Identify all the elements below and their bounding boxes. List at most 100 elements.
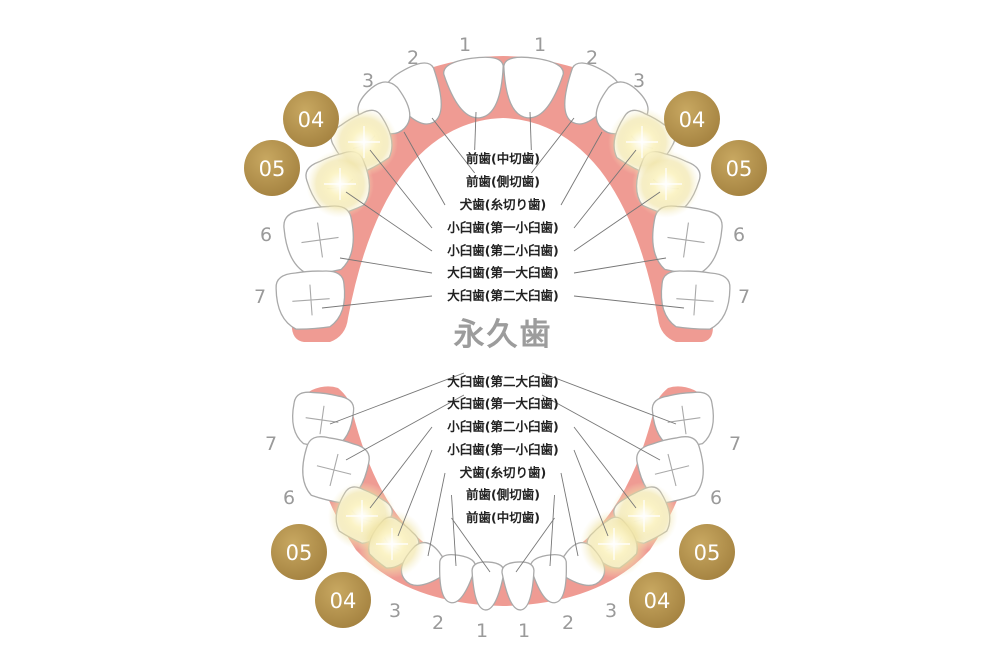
tooth-number: 2	[432, 612, 444, 634]
tooth-number: 6	[710, 487, 722, 509]
tooth-number: 1	[476, 620, 488, 642]
chart-title: 永久歯	[454, 317, 553, 353]
tooth-number: 2	[562, 612, 574, 634]
leader-line	[529, 111, 532, 151]
tooth-number: 7	[738, 286, 750, 308]
leader-line	[560, 472, 579, 557]
leader-line	[451, 517, 491, 573]
tooth-number: 6	[260, 224, 272, 246]
leader-lines	[321, 111, 685, 573]
sparkle-icon	[598, 528, 630, 560]
leader-line	[541, 394, 661, 461]
badge-label: 05	[694, 541, 721, 565]
lower-label: 犬歯(糸切り歯)	[459, 465, 546, 480]
leader-line	[369, 149, 433, 229]
leader-line	[451, 494, 457, 567]
badge-05: 05	[271, 524, 327, 580]
leader-line	[339, 257, 433, 274]
sparkle-icon	[628, 500, 660, 532]
leader-line	[549, 494, 555, 567]
badge-label: 05	[726, 157, 753, 181]
leader-line	[369, 426, 433, 509]
leader-line	[573, 191, 661, 252]
leader-line	[573, 257, 667, 274]
badge-label: 04	[679, 108, 706, 132]
tooth-number: 6	[733, 224, 745, 246]
leader-line	[397, 449, 433, 537]
tooth-number: 7	[265, 433, 277, 455]
badge-label: 04	[298, 108, 325, 132]
badge-circle	[283, 91, 339, 147]
lower-label: 前歯(側切歯)	[466, 487, 540, 502]
tooth-badges: 04 04 05 05 05 05 04 04	[244, 91, 767, 628]
leader-line	[329, 372, 465, 425]
leader-line	[403, 131, 446, 206]
tooth-number: 3	[389, 600, 401, 622]
leader-line	[530, 117, 575, 174]
badge-circle	[244, 140, 300, 196]
badge-04: 04	[315, 572, 371, 628]
lower-tooth	[501, 561, 535, 611]
badge-circle	[664, 91, 720, 147]
leader-line	[573, 426, 637, 509]
tooth-number: 1	[518, 620, 530, 642]
tooth-number: 3	[362, 70, 374, 92]
sparkle-icon	[348, 126, 380, 158]
lower-tooth	[291, 391, 355, 449]
leader-line	[474, 111, 477, 151]
upper-tooth	[503, 56, 564, 119]
upper-label: 前歯(側切歯)	[466, 174, 540, 189]
leader-line	[560, 131, 603, 206]
upper-label: 小臼歯(第二小臼歯)	[446, 243, 558, 258]
sparkle-icon	[376, 528, 408, 560]
badge-05: 05	[679, 524, 735, 580]
lower-label: 小臼歯(第二小臼歯)	[446, 419, 558, 434]
badge-label: 04	[644, 589, 671, 613]
sparkle-icon	[650, 168, 682, 200]
badge-circle	[679, 524, 735, 580]
leader-line	[345, 394, 465, 461]
upper-label: 大臼歯(第二大臼歯)	[447, 288, 558, 303]
leader-line	[345, 191, 433, 252]
lower-label: 前歯(中切歯)	[466, 510, 540, 525]
badge-04: 04	[629, 572, 685, 628]
badge-circle	[315, 572, 371, 628]
leader-line	[321, 295, 433, 309]
upper-label: 小臼歯(第一小臼歯)	[446, 220, 558, 235]
leader-line	[515, 517, 555, 573]
tooth-number: 1	[534, 34, 546, 56]
upper-tooth	[385, 62, 442, 125]
badge-05: 05	[244, 140, 300, 196]
badge-label: 04	[330, 589, 357, 613]
leader-line	[541, 372, 677, 425]
upper-label: 大臼歯(第一大臼歯)	[447, 265, 558, 280]
upper-label: 前歯(中切歯)	[466, 151, 540, 166]
tooth-number: 3	[605, 600, 617, 622]
lower-tooth	[530, 553, 567, 604]
tooth-labels: 前歯(中切歯) 前歯(側切歯) 犬歯(糸切り歯) 小臼歯(第一小臼歯) 小臼歯(第二小臼…	[446, 151, 558, 525]
upper-tooth	[275, 270, 346, 330]
tooth-number: 2	[407, 47, 419, 69]
tooth-number: 6	[283, 487, 295, 509]
leader-line	[427, 472, 446, 557]
leader-line	[573, 149, 637, 229]
upper-tooth	[660, 270, 731, 330]
tooth-number: 2	[586, 47, 598, 69]
badge-circle	[711, 140, 767, 196]
badge-05: 05	[711, 140, 767, 196]
lower-label: 大臼歯(第一大臼歯)	[447, 396, 558, 411]
leader-line	[573, 295, 685, 309]
badge-label: 05	[286, 541, 313, 565]
badge-04: 04	[664, 91, 720, 147]
tooth-number: 3	[633, 70, 645, 92]
tooth-number: 7	[254, 286, 266, 308]
leader-line	[431, 117, 476, 174]
lower-label: 小臼歯(第一小臼歯)	[446, 442, 558, 457]
badge-label: 05	[259, 157, 286, 181]
leader-line	[573, 449, 609, 537]
badge-04: 04	[283, 91, 339, 147]
badge-circle	[629, 572, 685, 628]
sparkle-icon	[626, 126, 658, 158]
lower-label: 大臼歯(第二大臼歯)	[447, 374, 558, 389]
